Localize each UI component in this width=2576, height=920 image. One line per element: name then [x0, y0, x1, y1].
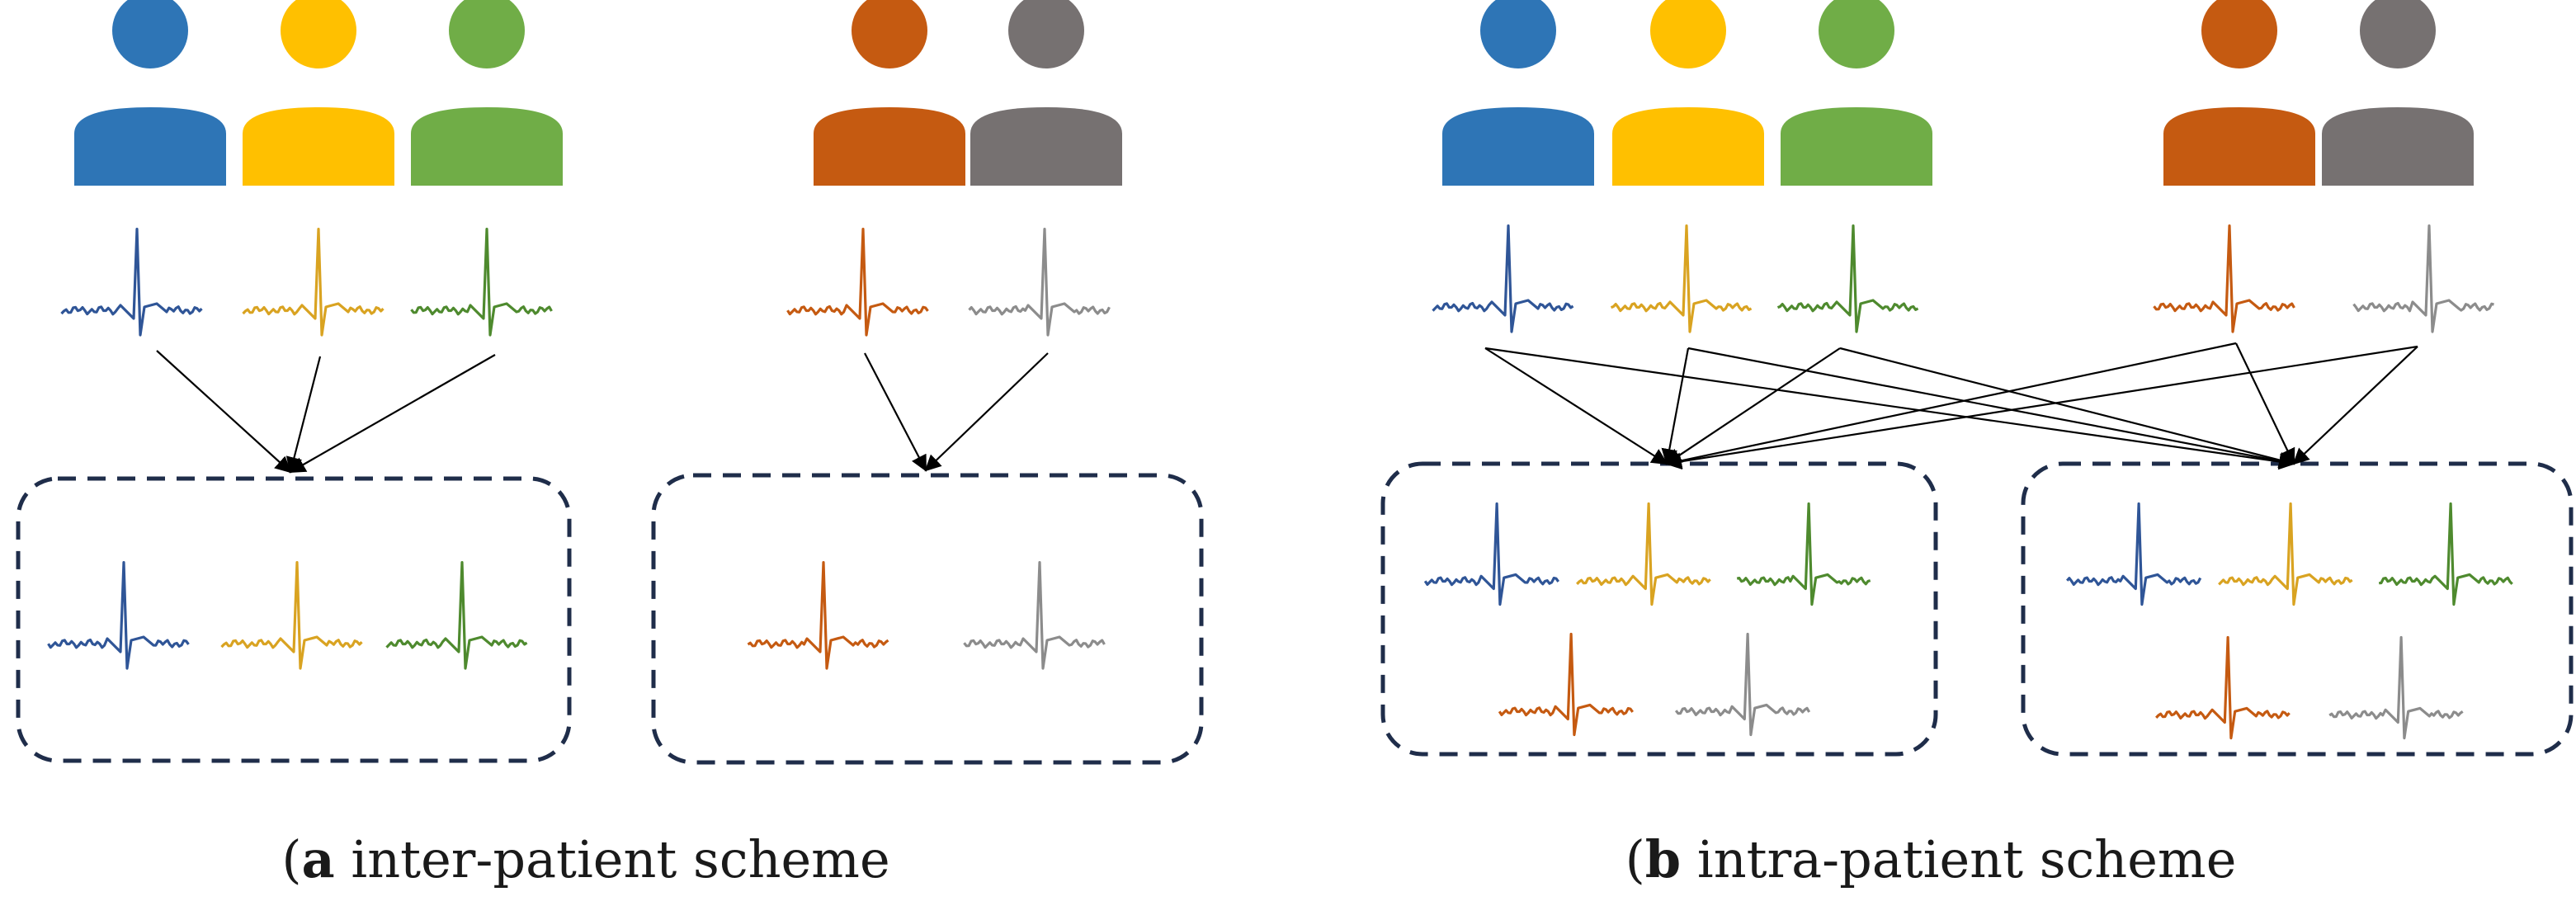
dataset-box-a1	[16, 476, 572, 763]
patient-icon-b-g1-yellow	[1612, 0, 1764, 186]
patient-icon-a-g1-yellow	[243, 0, 394, 186]
patient-icon-b-g2-orange	[2163, 0, 2315, 186]
dataset-boxes	[16, 461, 2574, 765]
ecg-signals	[47, 224, 2513, 740]
arrow-b-to-box1-0	[1484, 347, 1668, 465]
ecg-b-box1-yellow	[1576, 502, 1711, 606]
ecg-a-box1-green	[385, 561, 528, 670]
patient-icon-b-g1-blue	[1442, 0, 1594, 186]
caption-letter-b: b	[1644, 829, 1682, 889]
assignment-arrows	[156, 342, 2418, 474]
ecg-b-patient-gray	[2352, 224, 2494, 333]
ecg-a-patient-yellow	[242, 228, 385, 337]
ecg-b-box2-blue	[2066, 502, 2202, 606]
arrow-a-g2-1	[924, 352, 1049, 472]
dataset-box-b1	[1380, 461, 1938, 757]
ecg-a-patient-gray	[968, 228, 1111, 337]
arrow-a-g2-0	[864, 352, 927, 472]
arrow-a-g1-0	[156, 350, 292, 474]
ecg-b-box1-gray	[1674, 632, 1811, 737]
patient-icon-a-g2-gray	[970, 0, 1122, 186]
ecg-a-box2-orange	[747, 561, 889, 670]
dataset-box-b2	[2021, 461, 2574, 757]
patient-icon-a-g1-blue	[74, 0, 226, 186]
arrow-b-to-box2-4	[2292, 346, 2418, 465]
arrow-b-to-box1-4	[1665, 345, 2418, 470]
ecg-b-patient-blue	[1432, 224, 1574, 333]
ecg-a-patient-blue	[60, 228, 203, 337]
ecg-b-patient-orange	[2153, 224, 2295, 333]
ecg-a-patient-green	[410, 228, 553, 337]
ecg-b-box2-green	[2379, 502, 2513, 606]
caption-intra-patient: (b intra-patient scheme	[1625, 829, 2237, 889]
ecg-b-box2-yellow	[2218, 502, 2353, 606]
arrow-b-to-box2-0	[1484, 347, 2295, 470]
ecg-a-patient-orange	[786, 228, 929, 337]
arrow-a-g1-1	[285, 356, 322, 474]
caption-letter-a: a	[301, 829, 335, 889]
arrow-b-to-box1-2	[1665, 347, 1841, 465]
patient-icons	[74, 0, 2474, 186]
arrow-b-to-box1-1	[1661, 347, 1690, 465]
patient-icon-b-g1-green	[1781, 0, 1932, 186]
ecg-a-box1-blue	[47, 561, 190, 670]
patient-icon-a-g1-green	[411, 0, 563, 186]
arrow-b-to-box2-3	[2235, 342, 2295, 465]
caption-text-b: intra-patient scheme	[1681, 829, 2237, 889]
ecg-a-box1-yellow	[220, 561, 363, 670]
ecg-b-box1-blue	[1423, 502, 1559, 606]
arrow-a-g1-2	[289, 354, 496, 473]
caption-inter-patient: (a inter-patient scheme	[281, 829, 890, 889]
patient-icon-a-g2-orange	[814, 0, 965, 186]
arrow-b-to-box1-3	[1665, 342, 2237, 469]
arrow-b-to-box2-2	[1839, 347, 2295, 469]
ecg-b-box2-orange	[2155, 635, 2291, 740]
arrow-b-to-box2-1	[1687, 347, 2295, 469]
ecg-b-box2-gray	[2328, 635, 2464, 740]
dataset-box-a2	[651, 473, 1204, 765]
caption-text-a: inter-patient scheme	[334, 829, 890, 889]
patient-icon-b-g2-gray	[2322, 0, 2474, 186]
ecg-b-patient-yellow	[1610, 224, 1753, 333]
ecg-b-box1-orange	[1498, 632, 1634, 737]
ecg-b-patient-green	[1776, 224, 1919, 333]
ecg-b-box1-green	[1736, 502, 1871, 606]
ecg-a-box2-gray	[963, 561, 1106, 670]
